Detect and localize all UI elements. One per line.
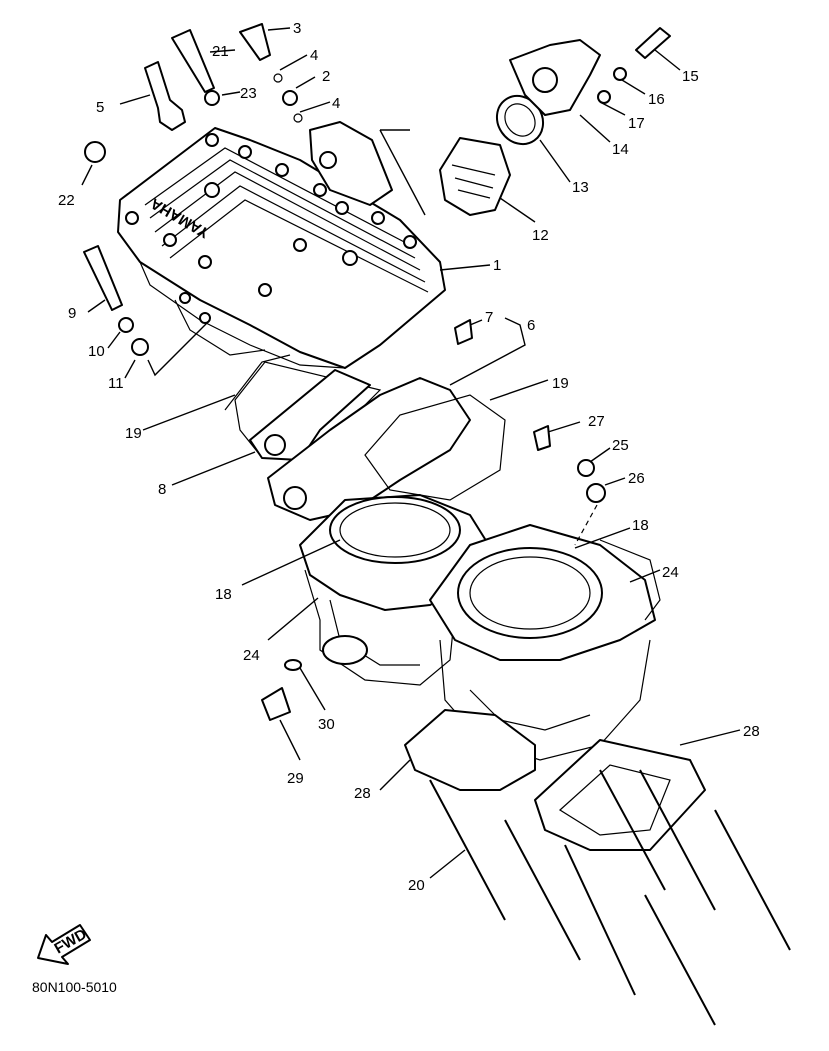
fwd-arrow-icon: FWD [37,924,91,965]
label-4-b: 4 [332,95,340,112]
label-19-b: 19 [552,375,569,392]
label-28: 28 [743,723,760,740]
label-2: 2 [322,68,330,85]
label-4: 4 [310,47,318,64]
label-27: 27 [588,413,605,430]
spark-plug [144,61,186,131]
label-19: 19 [125,425,142,442]
label-17: 17 [628,115,645,132]
thermostat [439,137,511,216]
studs [429,769,791,1026]
label-3: 3 [293,20,301,37]
label-12: 12 [532,227,549,244]
label-11: 11 [108,375,124,392]
base-gaskets [404,709,706,851]
label-16: 16 [648,91,665,108]
label-20: 20 [408,877,425,894]
label-6: 6 [527,317,535,334]
label-22: 22 [58,192,75,209]
label-15: 15 [682,68,699,85]
label-29: 29 [287,770,304,787]
label-24-b: 24 [243,647,260,664]
part-labels: 3 21 4 2 4 5 23 22 9 10 11 1 7 6 12 13 1… [58,20,760,894]
label-8: 8 [158,481,166,498]
label-26: 26 [628,470,645,487]
cylinder-right [429,524,661,761]
label-28-b: 28 [354,785,371,802]
label-5: 5 [96,99,104,116]
label-13: 13 [572,179,589,196]
label-18: 18 [632,517,649,534]
label-25: 25 [612,437,629,454]
label-1: 1 [493,257,501,274]
diagram-code: 80N100-5010 [32,979,117,995]
label-21: 21 [212,43,229,60]
leader-lines [81,27,741,879]
label-10: 10 [88,343,105,360]
label-24: 24 [662,564,679,581]
head-gaskets [224,354,506,521]
small-bolts [83,23,671,721]
label-23: 23 [240,85,257,102]
label-18-b: 18 [215,586,232,603]
label-9: 9 [68,305,76,322]
thermostat-cover [509,39,601,116]
cylinder-head: YAMAHA [117,121,446,369]
label-14: 14 [612,141,629,158]
label-30: 30 [318,716,335,733]
label-7: 7 [485,309,493,326]
